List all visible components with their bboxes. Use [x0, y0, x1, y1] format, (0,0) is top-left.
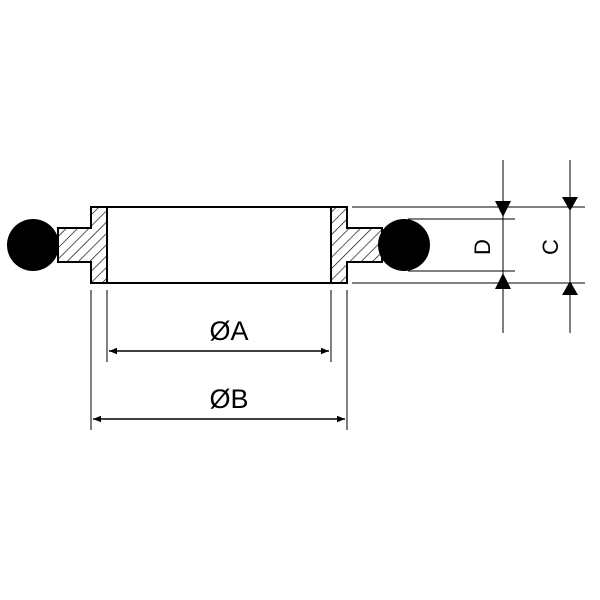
height-extension-lines: [352, 206, 585, 284]
dimension-b-label: ØB: [209, 384, 248, 414]
dimension-a: ØA: [109, 316, 329, 355]
left-hatched-section: [57, 206, 108, 284]
left-oring: [7, 219, 59, 271]
dimension-b: ØB: [93, 384, 345, 423]
dimension-c-bottom-arrow: [562, 281, 578, 295]
dimension-a-label: ØA: [209, 316, 248, 346]
dimension-c-top-arrow: [562, 197, 578, 211]
dimension-d-top-arrow: [495, 201, 511, 217]
ring-body: [106, 206, 332, 284]
right-oring: [378, 219, 430, 271]
dimension-c: C: [538, 160, 578, 333]
dimension-d-label: D: [470, 239, 495, 255]
dimension-d-bottom-arrow: [495, 273, 511, 289]
dimension-d: D: [470, 160, 511, 333]
diameter-extension-lines: [90, 290, 348, 430]
dimension-c-label: C: [538, 239, 563, 255]
right-hatched-section: [330, 206, 383, 284]
